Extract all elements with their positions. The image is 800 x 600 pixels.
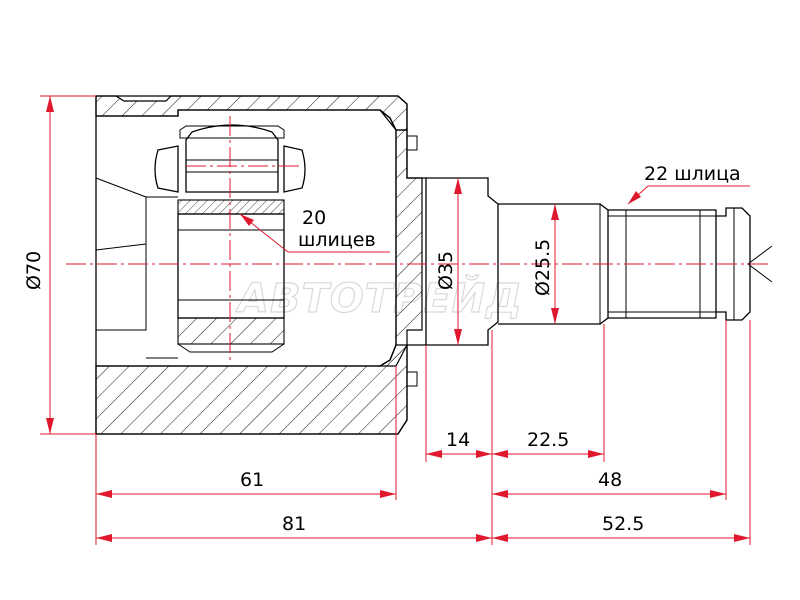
center-lines [66,116,770,360]
housing [95,95,427,435]
dim-outer-diameter: Ø70 [23,251,45,290]
dim-shaft-diameter: Ø25.5 [532,239,554,296]
dim-spline-end-length: 48 [598,469,622,491]
dimension-lines [40,95,751,545]
dim-shaft-smooth-length: 22.5 [527,429,569,451]
dim-housing-diameter: Ø35 [435,251,457,290]
dim-housing-body-length: 61 [240,469,264,491]
dim-shaft-total-length: 52.5 [602,513,644,535]
dim-housing-total-length: 81 [282,513,306,535]
dim-step-length: 14 [446,429,470,451]
label-inner-splines-word: шлицев [298,229,376,251]
label-outer-splines: 22 шлица [644,163,741,185]
tripod-roller [154,124,306,353]
watermark-text: АВТОТРЕЙД [235,274,523,322]
label-inner-splines-count: 20 [302,207,326,229]
